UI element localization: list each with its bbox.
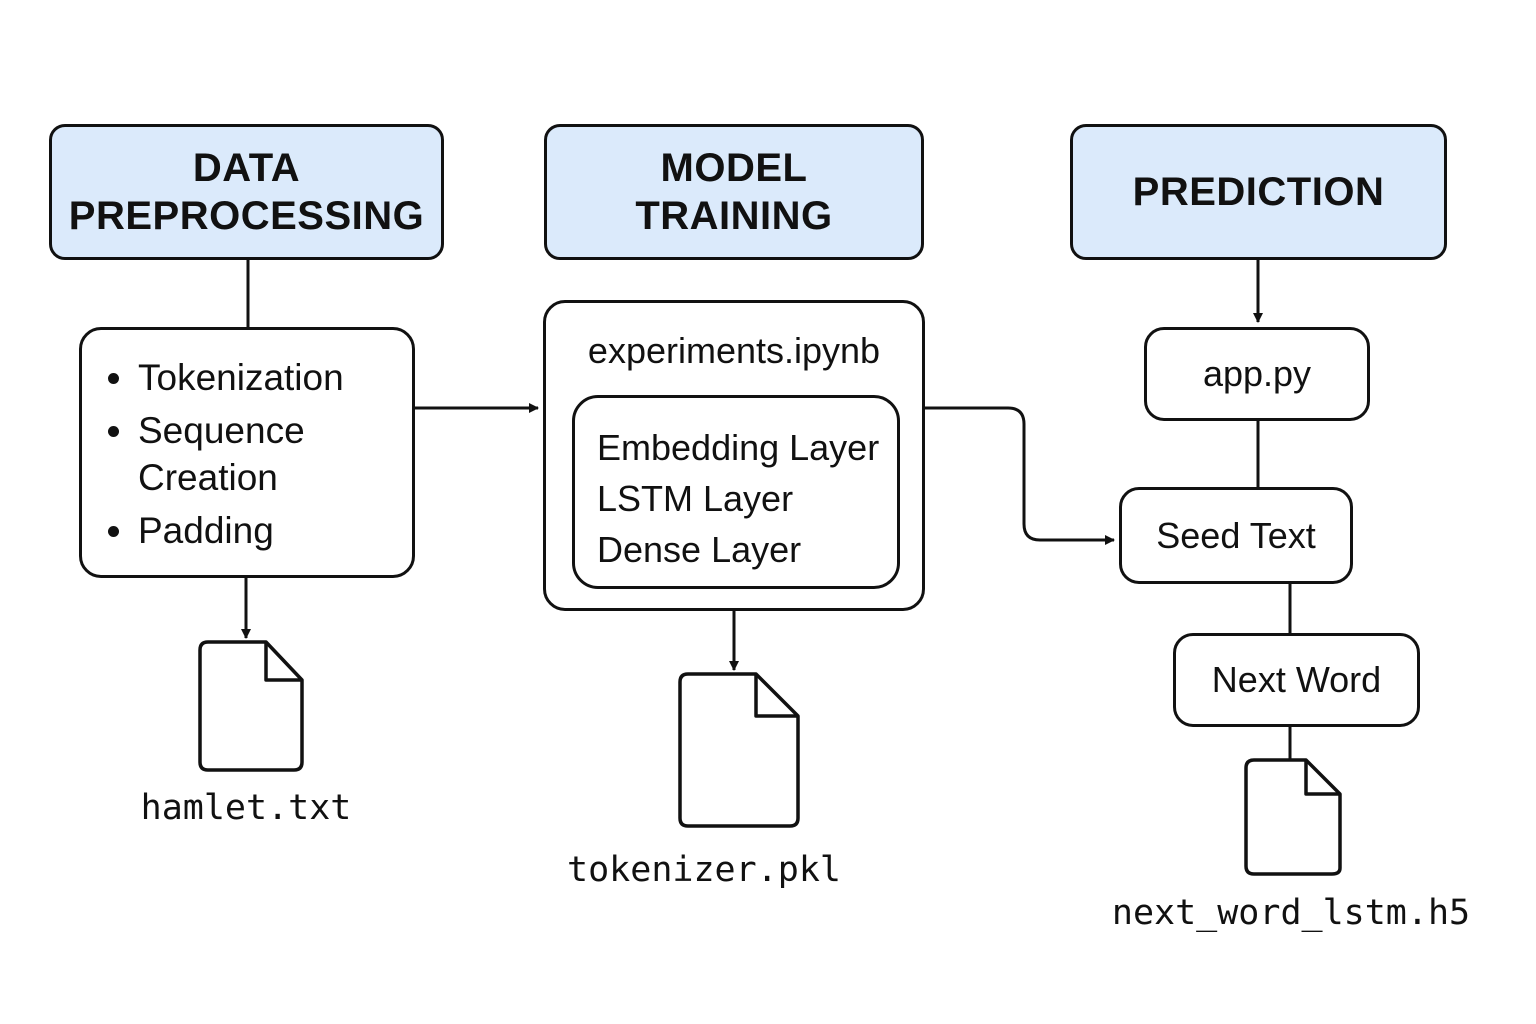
stage-title-line: DATA [192,146,301,190]
stage-title-line: PREDICTION [1132,170,1385,214]
file-label-tokenizer: tokenizer.pkl [567,850,841,890]
app-script-label: app.py [1202,353,1312,394]
file-label-model: next_word_lstm.h5 [1111,893,1471,933]
layer-item: Dense Layer [597,529,802,570]
app-script-box: app.py [1144,327,1370,421]
seed-text-box: Seed Text [1119,487,1353,584]
list-item: Tokenization [104,354,344,401]
file-label-data: hamlet.txt [140,788,352,828]
stage-prediction: PREDICTION [1070,124,1447,260]
next-word-label: Next Word [1211,659,1382,700]
preprocessing-steps-box: Tokenization Sequence Creation Padding [79,327,415,578]
stage-model-training: MODEL TRAINING [544,124,924,260]
document-icon [1244,758,1342,876]
seed-text-label: Seed Text [1156,514,1316,556]
stage-title-line: TRAINING [635,194,833,238]
arrow-right-icon [924,406,1115,545]
list-item: Padding [104,507,344,554]
next-word-box: Next Word [1173,633,1420,727]
stage-title-line: MODEL [660,146,808,190]
stage-data-preprocessing: DATA PREPROCESSING [49,124,444,260]
document-icon [678,672,800,828]
layer-item: LSTM Layer [597,478,794,519]
document-icon [198,640,304,772]
layer-item: Embedding Layer [597,427,880,468]
stage-title-line: PREPROCESSING [68,194,425,238]
notebook-title: experiments.ipynb [587,330,881,371]
list-item: Sequence Creation [104,407,328,501]
notebook-box: experiments.ipynb Embedding Layer LSTM L… [543,300,925,611]
preprocessing-steps-list: Tokenization Sequence Creation Padding [104,354,344,560]
model-layers-box: Embedding Layer LSTM Layer Dense Layer [572,395,900,589]
